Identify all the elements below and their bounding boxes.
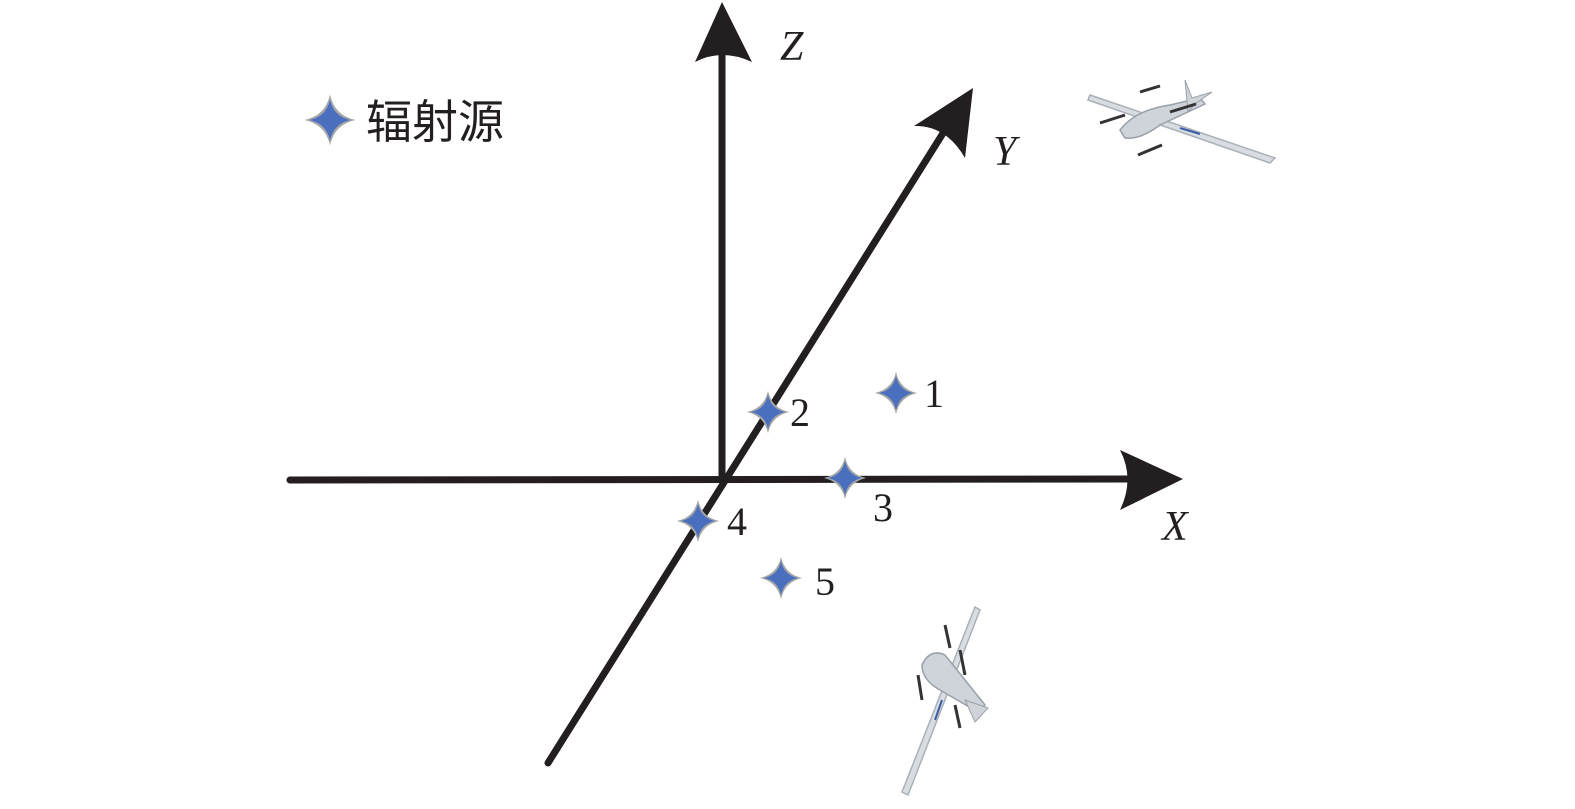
source-5: 5 xyxy=(760,557,835,604)
four-point-star-icon xyxy=(875,372,918,415)
z-axis-label: Z xyxy=(780,24,804,70)
source-label: 2 xyxy=(790,390,810,435)
drone-icon xyxy=(901,605,989,797)
four-point-star-icon xyxy=(760,557,803,600)
source-label: 1 xyxy=(924,371,944,416)
y-axis-label: Y xyxy=(993,129,1021,175)
y-axis-arrowhead xyxy=(914,88,973,158)
four-point-star-icon xyxy=(824,457,867,500)
four-point-star-icon xyxy=(305,95,356,146)
source-1: 1 xyxy=(875,371,944,416)
source-label: 5 xyxy=(815,559,835,604)
x-axis xyxy=(286,475,1144,484)
source-4: 4 xyxy=(677,499,747,544)
source-3: 3 xyxy=(824,457,893,530)
axes xyxy=(286,41,1144,767)
x-axis-arrowhead xyxy=(1120,450,1183,510)
legend: 辐射源 xyxy=(305,95,504,149)
drone-icon xyxy=(1087,79,1277,164)
y-axis xyxy=(544,126,949,767)
source-label: 3 xyxy=(873,485,893,530)
source-2: 2 xyxy=(747,390,810,435)
x-axis-label: X xyxy=(1160,504,1190,550)
four-point-star-icon xyxy=(747,391,790,434)
source-label: 4 xyxy=(727,499,747,544)
z-axis-arrowhead xyxy=(695,2,752,62)
legend-label: 辐射源 xyxy=(366,95,504,149)
